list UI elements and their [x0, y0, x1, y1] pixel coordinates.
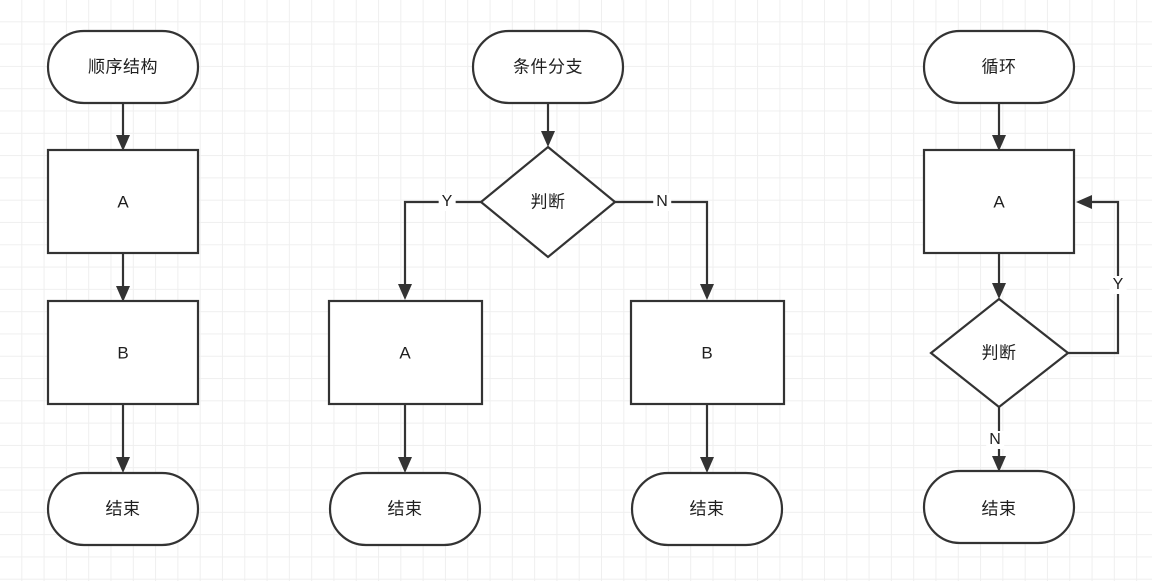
edge-cond-no	[615, 200, 709, 292]
node-loop-a[interactable]	[922, 148, 1076, 255]
arrowhead-seq-1	[116, 135, 130, 151]
column-sequence	[46, 29, 200, 547]
arrowhead-cond-3	[700, 457, 714, 473]
arrowhead-loop-yes	[1076, 195, 1092, 209]
node-cond-b[interactable]	[629, 299, 786, 406]
node-loop-start[interactable]	[922, 29, 1076, 105]
arrowhead-cond-yes	[398, 284, 412, 300]
node-loop-decision[interactable]	[929, 297, 1070, 409]
arrowhead-cond-no	[700, 284, 714, 300]
node-cond-end-a[interactable]	[328, 471, 482, 547]
node-seq-b[interactable]	[46, 299, 200, 406]
column-loop	[922, 29, 1120, 545]
node-seq-a[interactable]	[46, 148, 200, 255]
arrowhead-seq-3	[116, 457, 130, 473]
arrowhead-cond-1	[541, 131, 555, 147]
node-seq-end[interactable]	[46, 471, 200, 547]
edge-cond-yes	[403, 200, 481, 292]
arrowhead-loop-2	[992, 283, 1006, 299]
node-cond-decision[interactable]	[479, 145, 617, 259]
node-cond-start[interactable]	[471, 29, 625, 105]
arrowhead-loop-1	[992, 135, 1006, 151]
node-loop-end[interactable]	[922, 469, 1076, 545]
arrowhead-seq-2	[116, 286, 130, 302]
arrowhead-loop-no	[992, 456, 1006, 472]
edge-loop-yes-feedback	[1068, 200, 1120, 355]
node-seq-start[interactable]	[46, 29, 200, 105]
arrowhead-cond-2	[398, 457, 412, 473]
column-conditional	[327, 29, 786, 547]
node-cond-a[interactable]	[327, 299, 484, 406]
node-cond-end-b[interactable]	[630, 471, 784, 547]
